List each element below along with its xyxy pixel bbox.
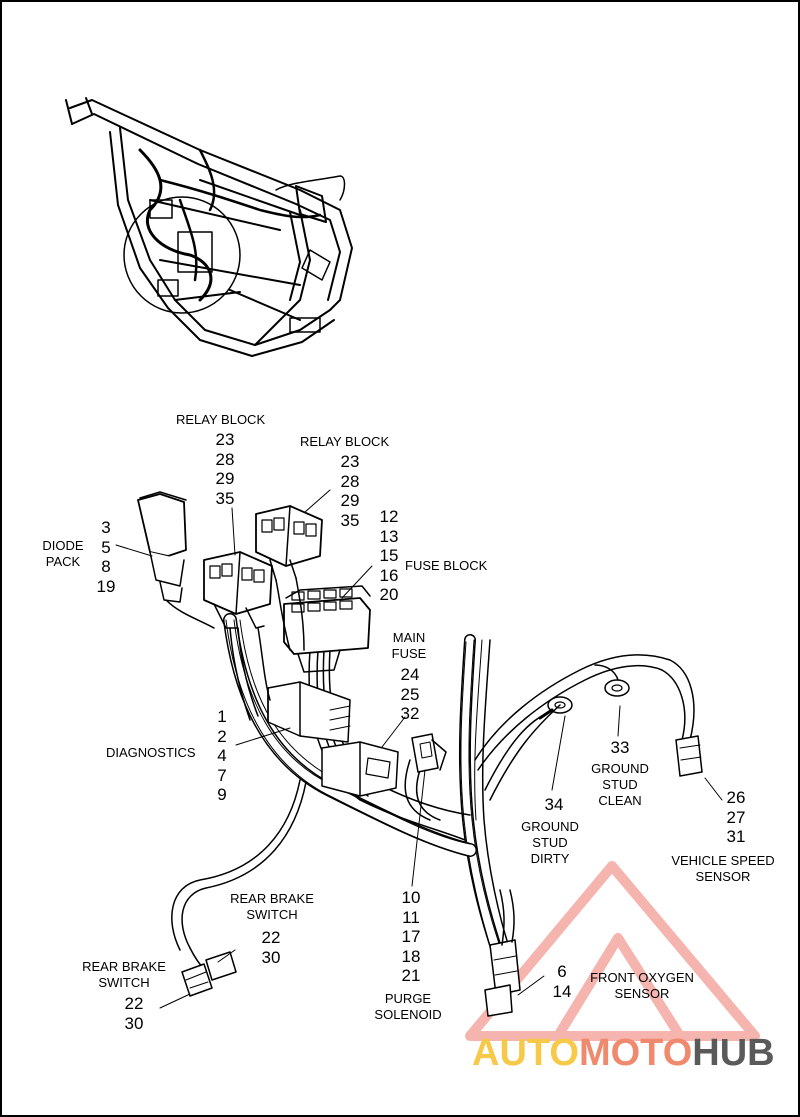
fuse-block-callouts: 12 13 15 16 20 — [375, 507, 403, 605]
label-line: SENSOR — [695, 869, 751, 884]
purge-solenoid-callouts: 10 11 17 18 21 — [397, 888, 425, 986]
vehicle-speed-sensor-label: VEHICLE SPEED SENSOR — [664, 853, 782, 885]
front-oxygen-sensor-label: FRONT OXYGEN SENSOR — [582, 970, 702, 1002]
main-fuse-callouts: 24 25 32 — [396, 665, 424, 724]
callout-number: 23 — [215, 430, 235, 449]
vehicle-speed-sensor-callouts: 26 27 31 — [722, 788, 750, 847]
rear-brake-switch-callouts-2: 22 30 — [120, 994, 148, 1033]
callout-number: 25 — [400, 684, 420, 704]
label-line: VEHICLE SPEED — [671, 853, 775, 868]
callout-number: 30 — [124, 1013, 144, 1033]
callout-number: 17 — [401, 927, 421, 946]
diagnostics-label: DIAGNOSTICS — [106, 745, 196, 760]
label-line: REAR BRAKE — [82, 959, 166, 974]
callout-number: 19 — [96, 576, 116, 596]
relay-block-label-1: RELAY BLOCK — [176, 412, 266, 427]
front-oxygen-sensor-callouts: 6 14 — [548, 962, 576, 1001]
callout-number: 20 — [379, 585, 399, 604]
label-line: SWITCH — [98, 975, 150, 990]
callout-number: 27 — [726, 807, 746, 827]
callout-number: 35 — [340, 510, 360, 530]
callout-number: 2 — [217, 726, 227, 746]
callout-number: 1 — [217, 707, 227, 726]
diode-pack-callouts: 3 5 8 19 — [93, 518, 119, 596]
label-line: STUD — [532, 835, 568, 850]
main-fuse-label: MAIN FUSE — [385, 630, 433, 662]
callout-number: 15 — [379, 546, 399, 565]
watermark-logo — [465, 861, 760, 1041]
label-line: CLEAN — [598, 793, 642, 808]
label-line: FUSE — [391, 646, 427, 661]
callout-number: 32 — [400, 704, 420, 723]
callout-number: 14 — [552, 981, 572, 1001]
callout-number: 4 — [217, 746, 227, 765]
label-line: PACK — [45, 554, 81, 569]
diode-pack-label: DIODE PACK — [38, 538, 88, 570]
callout-number: 6 — [557, 962, 567, 981]
callout-number: 5 — [101, 537, 111, 557]
label-line: GROUND — [521, 819, 579, 834]
callout-number: 16 — [379, 565, 399, 585]
callout-number: 9 — [217, 785, 227, 804]
callout-number: 12 — [379, 507, 399, 526]
label-line: DIODE — [42, 538, 84, 553]
callout-number: 13 — [379, 526, 399, 546]
callout-number: 24 — [400, 665, 420, 684]
fuse-block-label: FUSE BLOCK — [405, 558, 488, 573]
callout-number: 8 — [101, 557, 111, 576]
callout-number: 21 — [401, 966, 421, 985]
callout-number: 34 — [544, 795, 564, 814]
ground-stud-dirty-label: GROUND STUD DIRTY — [515, 819, 585, 867]
callout-number: 10 — [401, 888, 421, 907]
callout-number: 26 — [726, 788, 746, 807]
callout-number: 23 — [340, 452, 360, 471]
rear-brake-switch-callouts-1: 22 30 — [257, 928, 285, 967]
callout-number: 28 — [340, 471, 360, 491]
ground-stud-clean-label: GROUND STUD CLEAN — [585, 761, 655, 809]
callout-number: 30 — [261, 947, 281, 967]
label-line: MAIN — [392, 630, 426, 645]
watermark-text: AUTOMOTOHUB — [472, 1032, 775, 1075]
relay-block-label-2: RELAY BLOCK — [300, 434, 390, 449]
label-line: DIRTY — [530, 851, 570, 866]
watermark-part: AUTO — [472, 1032, 579, 1074]
label-line: SWITCH — [246, 907, 298, 922]
label-line: REAR BRAKE — [230, 891, 314, 906]
callout-number: 11 — [402, 907, 420, 927]
watermark-part: HUB — [692, 1032, 775, 1074]
harness-illustration — [115, 489, 723, 1017]
callout-number: 3 — [101, 518, 111, 537]
callout-number: 22 — [261, 928, 281, 947]
frame-illustration — [65, 97, 353, 357]
callout-number: 7 — [217, 765, 227, 785]
callout-number: 29 — [215, 469, 235, 488]
diagnostics-callouts: 1 2 4 7 9 — [209, 707, 235, 805]
callout-number: 29 — [340, 491, 360, 510]
label-line: PURGE — [384, 991, 432, 1006]
callout-number: 31 — [726, 827, 746, 846]
callout-number: 33 — [610, 738, 630, 757]
label-line: FRONT OXYGEN — [590, 970, 694, 985]
label-line: SOLENOID — [374, 1007, 442, 1022]
label-line: STUD — [602, 777, 638, 792]
relay-block-callouts-2: 23 28 29 35 — [337, 452, 363, 530]
callout-number: 28 — [215, 449, 235, 469]
purge-solenoid-label: PURGE SOLENOID — [366, 991, 450, 1023]
rear-brake-switch-label-2: REAR BRAKE SWITCH — [74, 959, 174, 991]
relay-block-callouts-1: 23 28 29 35 — [212, 430, 238, 508]
rear-brake-switch-label-1: REAR BRAKE SWITCH — [222, 891, 322, 923]
watermark-part: MOTO — [578, 1032, 693, 1074]
callout-number: 18 — [401, 946, 421, 966]
callout-number: 35 — [215, 488, 235, 508]
callout-number: 22 — [124, 994, 144, 1013]
ground-stud-clean-callouts: 33 — [606, 738, 634, 758]
label-line: GROUND — [591, 761, 649, 776]
ground-stud-dirty-callouts: 34 — [540, 795, 568, 815]
label-line: SENSOR — [614, 986, 670, 1001]
